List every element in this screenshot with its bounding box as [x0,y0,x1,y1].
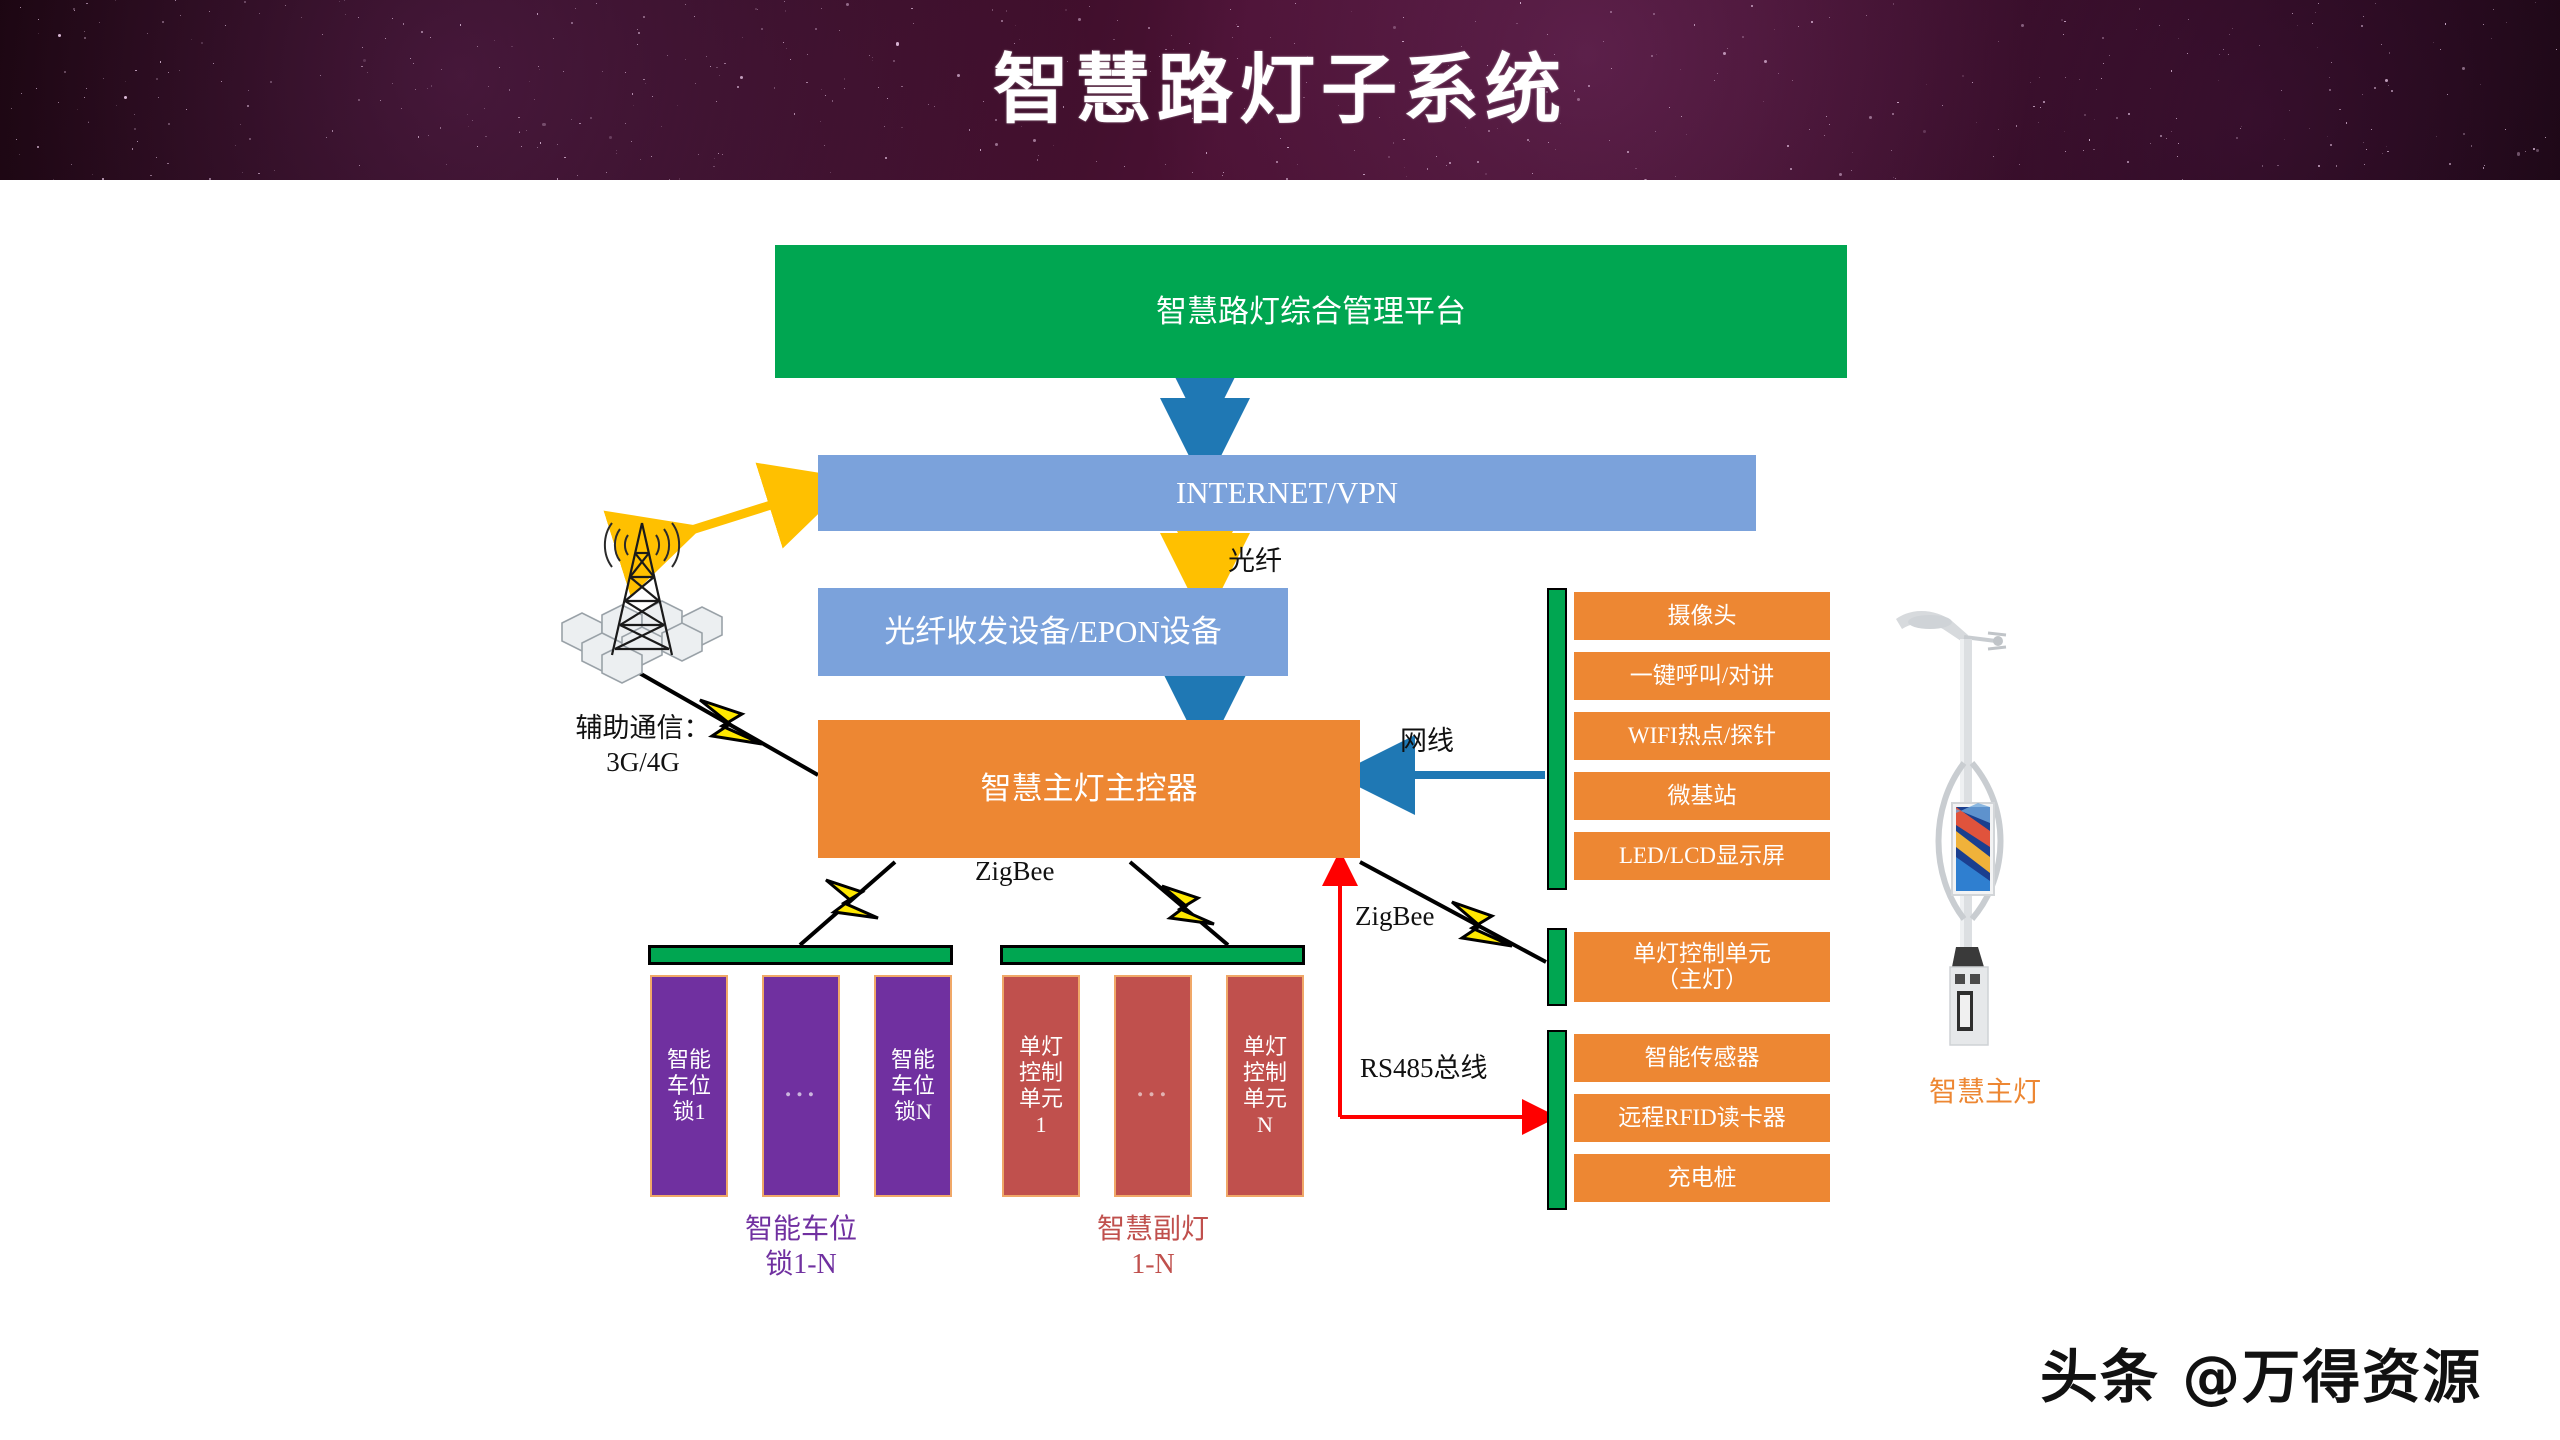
internet-label: INTERNET/VPN [1175,475,1399,511]
bus-bar-group1 [1547,588,1567,890]
tile-rfid-reader[interactable]: 远程RFID读卡器 [1574,1094,1830,1142]
bus-bar-group2 [1547,928,1567,1006]
node-sublamp-ellipsis: … [1114,975,1192,1197]
node-parking-lock-1[interactable]: 智能 车位 锁1 [650,975,728,1197]
rs485-label: RS485总线 [1360,1053,1488,1083]
node-parking-ellipsis: … [762,975,840,1197]
tile-camera[interactable]: 摄像头 [1574,592,1830,640]
parking-group-caption: 智能车位 锁1-N [744,1214,857,1280]
tile-one-key-call[interactable]: 一键呼叫/对讲 [1574,652,1830,700]
controller-box[interactable]: 智慧主灯主控器 [818,720,1360,858]
zigbee-right-label: ZigBee [1355,901,1435,931]
tile-micro-base-station[interactable]: 微基站 [1574,772,1830,820]
fiber-label: 光纤 [1228,546,1282,576]
slide-header: 智慧路灯子系统 [0,0,2560,180]
controller-label: 智慧主灯主控器 [980,771,1198,807]
bus-bar-sublamp [1000,945,1305,965]
link-controller-sublamp [1128,860,1230,947]
watermark: 头条 @万得资源 [2040,1343,2483,1411]
tile-led-lcd-display[interactable]: LED/LCD显示屏 [1574,832,1830,880]
ethernet-label: 网线 [1400,726,1454,756]
cell-tower-icon [540,505,760,685]
bus-bar-parking [648,945,953,965]
zigbee-center-label: ZigBee [975,856,1055,886]
platform-box[interactable]: 智慧路灯综合管理平台 [775,245,1847,378]
link-controller-parking [798,860,897,947]
tile-wifi-hotspot[interactable]: WIFI热点/探针 [1574,712,1830,760]
bus-bar-group3 [1547,1030,1567,1210]
starfield-decoration [0,0,2560,180]
internet-box[interactable]: INTERNET/VPN [818,455,1756,531]
tile-smart-sensor[interactable]: 智能传感器 [1574,1034,1830,1082]
node-sublamp-unit-1[interactable]: 单灯 控制 单元 1 [1002,975,1080,1197]
node-parking-lock-n[interactable]: 智能 车位 锁N [874,975,952,1197]
platform-label: 智慧路灯综合管理平台 [1156,293,1466,329]
sublamp-group-caption: 智慧副灯 1-N [1096,1214,1209,1280]
tile-single-lamp-control-main[interactable]: 单灯控制单元 （主灯） [1574,932,1830,1002]
epon-label: 光纤收发设备/EPON设备 [884,614,1222,650]
node-sublamp-unit-n[interactable]: 单灯 控制 单元 N [1226,975,1304,1197]
aux-comm-label: 辅助通信： 3G/4G [575,713,711,777]
page-title: 智慧路灯子系统 [993,45,1567,134]
smart-lamp-post-image [1860,595,2100,1065]
epon-box[interactable]: 光纤收发设备/EPON设备 [818,588,1288,676]
tile-charging-pile[interactable]: 充电桩 [1574,1154,1830,1202]
lamp-post-caption: 智慧主灯 [1928,1077,2041,1108]
